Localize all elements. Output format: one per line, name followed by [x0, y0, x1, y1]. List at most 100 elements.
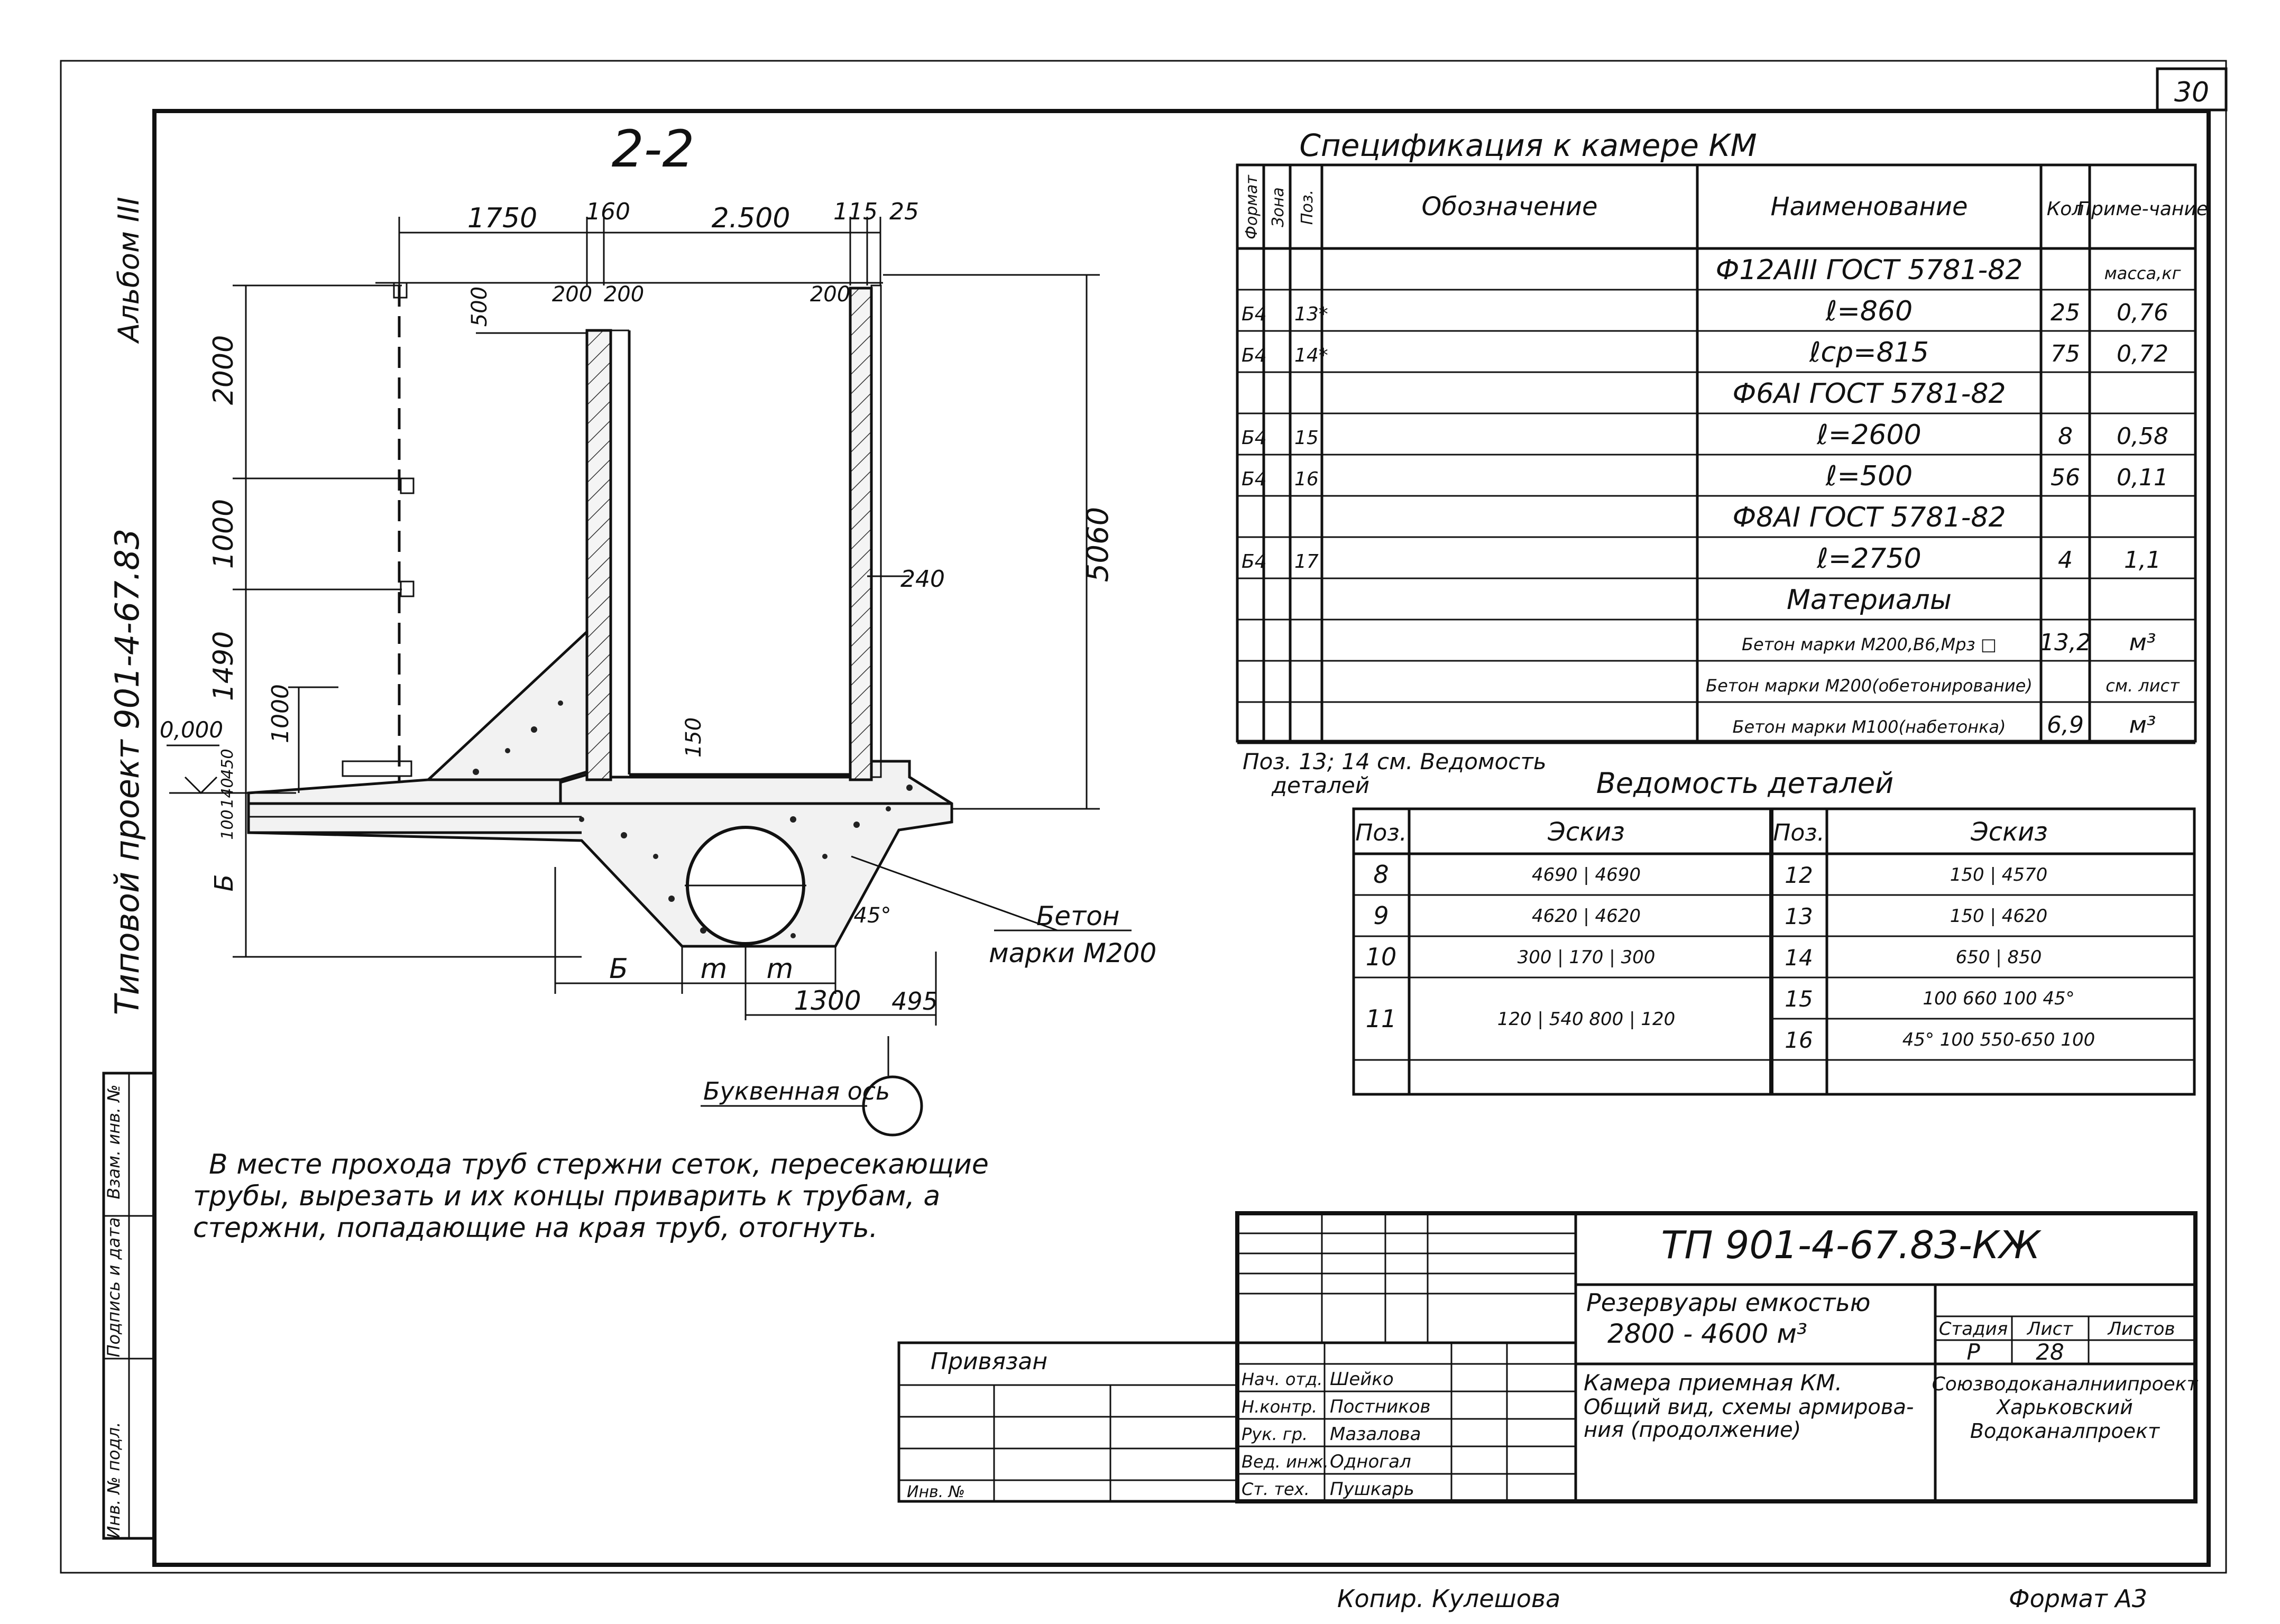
svg-text:Б4: Б4 [1242, 551, 1267, 573]
svg-text:стержни, попадающие на края тр: стержни, попадающие на края труб, отогну… [193, 1212, 878, 1244]
svg-text:ℓ=2750: ℓ=2750 [1816, 543, 1921, 575]
section-drawing: 2-2 1750 160 2.500 115 25 [160, 119, 1156, 1137]
copied-by: Копир. Кулешова [1337, 1584, 1560, 1613]
svg-text:Резервуары емкостью: Резервуары емкостью [1586, 1288, 1871, 1317]
spec-header: Зона [1269, 187, 1288, 227]
svg-text:трубы, вырезать и их концы при: трубы, вырезать и их концы приварить к т… [193, 1180, 940, 1212]
details-title: Ведомость деталей [1596, 767, 1894, 800]
svg-text:240: 240 [900, 566, 945, 593]
person-name: Мазалова [1330, 1424, 1421, 1445]
spec-header: Наименование [1770, 192, 1968, 222]
svg-text:Ф12АIII ГОСТ 5781-82: Ф12АIII ГОСТ 5781-82 [1716, 254, 2023, 286]
outer-frame [60, 60, 2227, 1574]
svg-text:масса,кг: масса,кг [2104, 263, 2181, 283]
svg-text:500: 500 [467, 287, 492, 327]
svg-text:Бетон марки М200(обетонировани: Бетон марки М200(обетонирование) [1706, 676, 2033, 696]
svg-text:650 | 850: 650 | 850 [1956, 947, 2042, 968]
svg-text:ℓ=2600: ℓ=2600 [1816, 419, 1921, 451]
svg-text:100: 100 [218, 809, 237, 839]
svg-text:Поз.: Поз. [1355, 819, 1406, 846]
svg-text:2000: 2000 [208, 335, 240, 405]
svg-text:160: 160 [586, 198, 630, 225]
svg-text:Союзводоканалниипроект: Союзводоканалниипроект [1932, 1373, 2199, 1395]
spec-title: Спецификация к камере КМ [1299, 127, 1757, 163]
svg-text:13*: 13* [1294, 303, 1328, 325]
svg-text:5060: 5060 [1081, 507, 1115, 583]
svg-text:200: 200 [810, 282, 850, 307]
doc-code: ТП 901-4-67.83-КЖ [1661, 1223, 2042, 1267]
svg-text:марки М200: марки М200 [989, 938, 1156, 968]
svg-text:150 | 4620: 150 | 4620 [1950, 906, 2048, 927]
svg-text:Б4: Б4 [1242, 427, 1267, 449]
svg-text:2800 - 4600 м³: 2800 - 4600 м³ [1607, 1318, 1807, 1349]
svg-text:Бетон марки М100(набетонка): Бетон марки М100(набетонка) [1733, 717, 2006, 737]
svg-text:ния (продолжение): ния (продолжение) [1584, 1418, 1801, 1442]
detail-row: 16 45° 100 550-650 100 [1785, 1027, 2095, 1053]
person-name: Шейко [1330, 1369, 1394, 1390]
svg-text:1000: 1000 [267, 684, 294, 743]
left-stamp: Инв. № подл. Подпись и дата Взам. инв. № [102, 1072, 156, 1540]
svg-text:495: 495 [891, 987, 938, 1016]
spec-row: Б4 15 ℓ=2600 8 0,58 [1242, 419, 2168, 451]
svg-text:Материалы: Материалы [1787, 584, 1952, 616]
svg-text:28: 28 [2036, 1339, 2064, 1365]
spec-row: Материалы [1787, 584, 1952, 616]
stamp-signature: Подпись и дата [104, 1217, 124, 1357]
svg-text:Эскиз: Эскиз [1547, 817, 1625, 847]
stamp-inv: Инв. № подл. [104, 1422, 124, 1539]
svg-text:8: 8 [2058, 423, 2073, 450]
spec-row: Ф6АI ГОСТ 5781-82 [1732, 378, 2006, 410]
svg-text:0,58: 0,58 [2117, 423, 2168, 450]
svg-text:Привязан: Привязан [931, 1348, 1047, 1375]
sheet-number-box [2156, 67, 2228, 112]
role-label: Ст. тех. [1242, 1479, 1310, 1499]
svg-text:Инв. №: Инв. № [907, 1483, 965, 1501]
svg-text:0,76: 0,76 [2117, 299, 2168, 326]
svg-text:16: 16 [1785, 1027, 1813, 1053]
svg-text:m: m [701, 953, 728, 985]
svg-text:15: 15 [1785, 986, 1813, 1012]
svg-text:Листов: Листов [2107, 1318, 2175, 1340]
svg-text:В месте прохода труб стержни с: В месте прохода труб стержни сеток, пере… [209, 1149, 989, 1180]
svg-text:0,000: 0,000 [160, 717, 223, 743]
svg-text:4620 | 4620: 4620 | 4620 [1532, 906, 1641, 927]
svg-text:Водоканалпроект: Водоканалпроект [1970, 1419, 2161, 1443]
svg-text:деталей: деталей [1271, 772, 1369, 798]
person-name: Одногал [1330, 1451, 1411, 1472]
svg-text:200: 200 [604, 282, 644, 307]
svg-text:м³: м³ [2129, 712, 2156, 739]
svg-text:Р: Р [1966, 1339, 1980, 1365]
spec-header: Формат [1243, 174, 1261, 239]
spec-header: Кол [2047, 198, 2084, 220]
svg-text:25: 25 [2051, 299, 2080, 326]
svg-text:150 | 4570: 150 | 4570 [1950, 864, 2048, 885]
svg-text:0,11: 0,11 [2117, 464, 2168, 491]
svg-text:17: 17 [1294, 551, 1319, 573]
svg-text:1000: 1000 [208, 499, 240, 569]
role-label: Рук. гр. [1242, 1424, 1308, 1444]
svg-text:25: 25 [889, 198, 919, 225]
svg-text:ℓ=860: ℓ=860 [1825, 296, 1913, 327]
spec-row: Бетон марки М200(обетонирование)см. лист [1706, 676, 2180, 696]
person-name: Пушкарь [1330, 1479, 1414, 1500]
svg-text:15: 15 [1294, 427, 1319, 449]
svg-text:45° 100 550-650 100: 45° 100 550-650 100 [1902, 1029, 2095, 1050]
stamp-replace: Взам. инв. № [104, 1084, 124, 1199]
spec-header: Приме-чание [2077, 198, 2208, 220]
svg-text:ℓ=500: ℓ=500 [1825, 460, 1913, 492]
svg-text:45°: 45° [854, 903, 891, 928]
spec-row: Ф8АI ГОСТ 5781-82 [1732, 502, 2006, 533]
svg-text:2.500: 2.500 [712, 202, 790, 234]
svg-text:1,1: 1,1 [2124, 547, 2161, 574]
svg-text:4690 | 4690: 4690 | 4690 [1532, 864, 1641, 885]
svg-text:Б4: Б4 [1242, 345, 1267, 366]
